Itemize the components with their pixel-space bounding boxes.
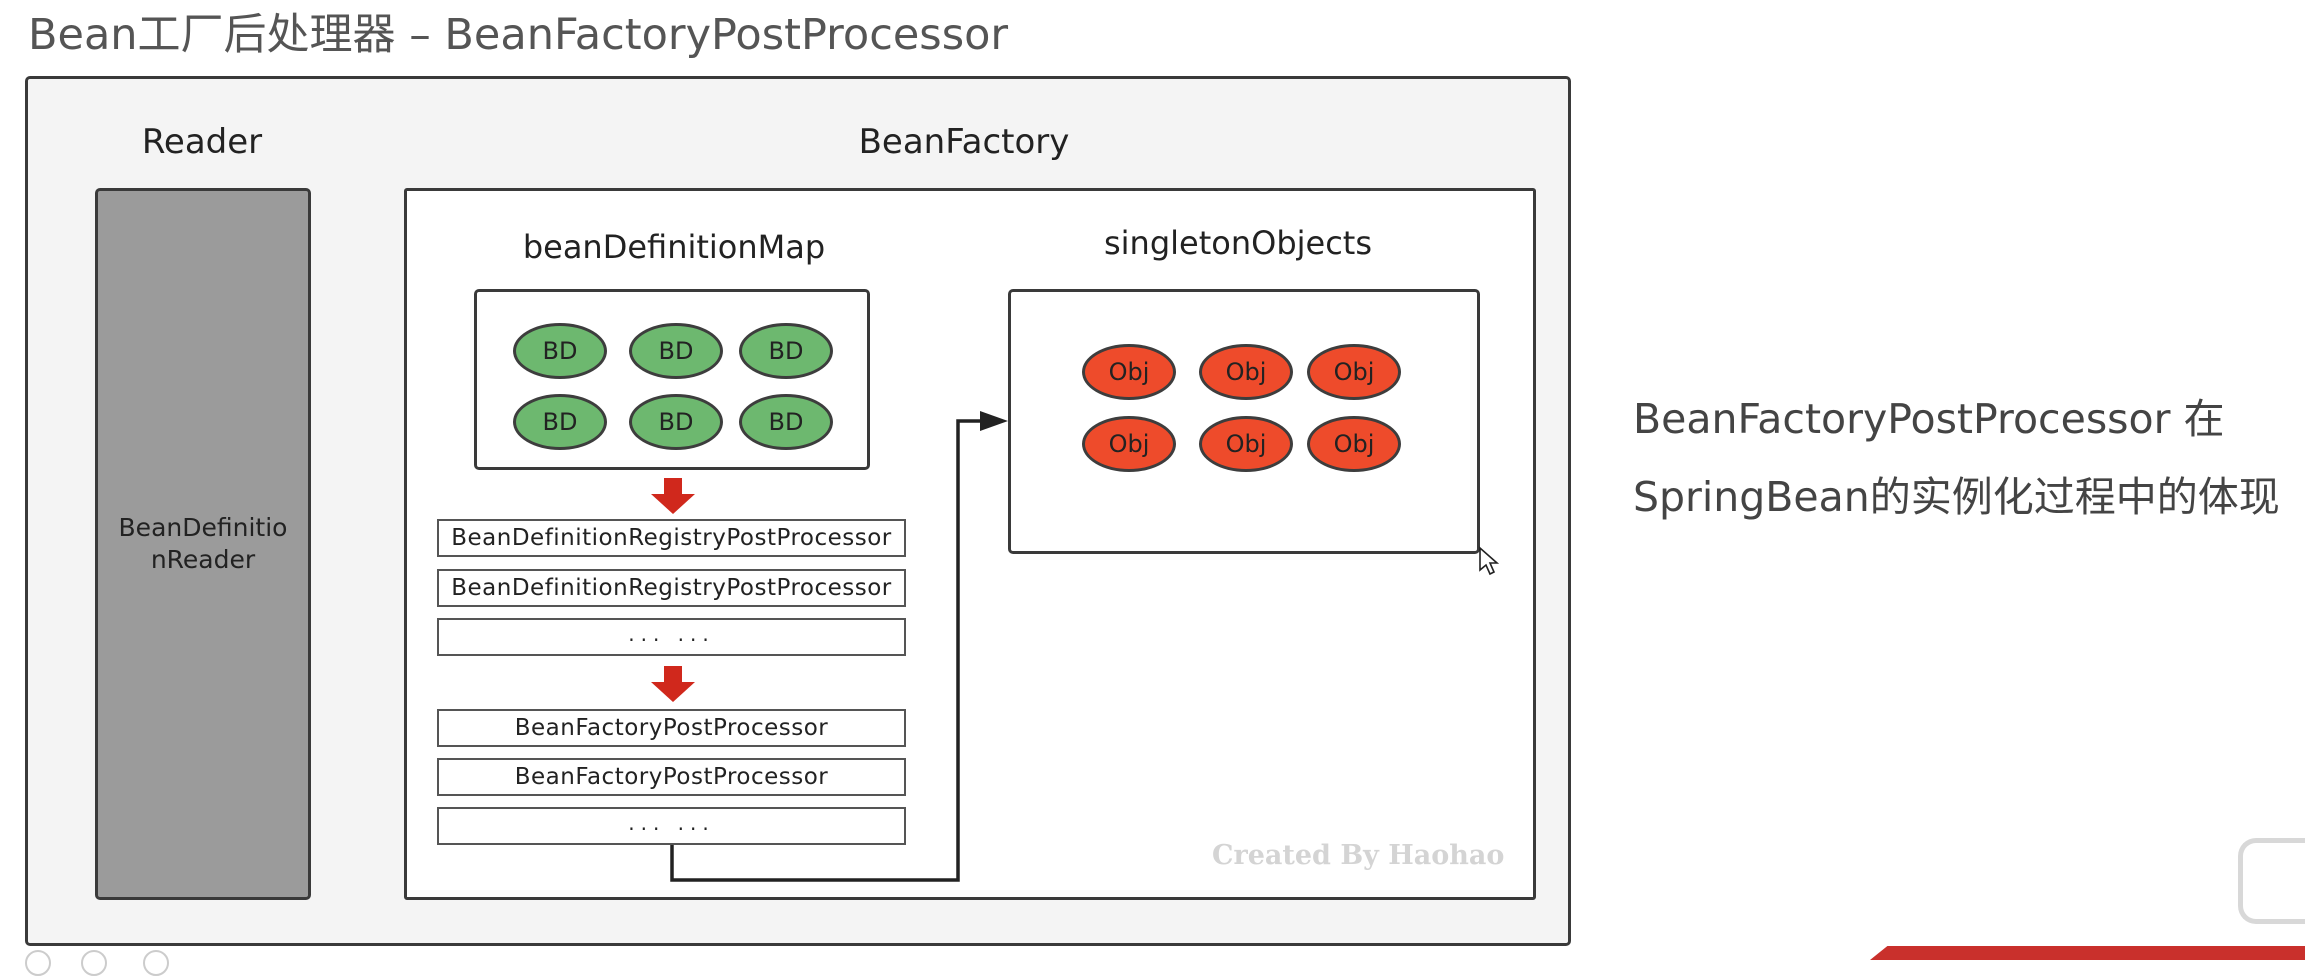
video-player-icon (2238, 838, 2305, 924)
bean-factory-heading: BeanFactory (858, 122, 1070, 162)
side-note: BeanFactoryPostProcessor 在 SpringBean的实例… (1633, 380, 2280, 536)
factory-post-processor-box: BeanFactoryPostProcessor (437, 709, 906, 747)
singleton-object-node: Obj (1082, 344, 1176, 400)
bean-definition-node: BD (739, 323, 833, 379)
bean-definition-node: BD (629, 323, 723, 379)
singleton-objects-box: Obj Obj Obj Obj Obj Obj (1008, 289, 1480, 554)
bottom-controls (25, 948, 195, 976)
bean-definition-map-box: BD BD BD BD BD BD (474, 289, 870, 470)
reader-label: BeanDefinitio nReader (110, 512, 296, 576)
singleton-objects-heading: singletonObjects (1103, 224, 1373, 262)
down-arrow-icon (651, 478, 695, 514)
reader-label-line1: BeanDefinitio (118, 513, 288, 542)
bean-definition-node: BD (513, 394, 607, 450)
down-arrow-icon (651, 666, 695, 702)
mouse-pointer-icon (1479, 546, 1500, 576)
control-dot-icon[interactable] (81, 950, 107, 976)
singleton-object-node: Obj (1307, 416, 1401, 472)
overlay-banner (1870, 946, 2305, 960)
side-note-line2: SpringBean的实例化过程中的体现 (1633, 473, 2280, 521)
factory-post-processor-more: ··· ··· (437, 807, 906, 845)
control-dot-icon[interactable] (25, 950, 51, 976)
reader-heading: Reader (141, 122, 263, 162)
registry-post-processor-more: ··· ··· (437, 618, 906, 656)
reader-label-line2: nReader (150, 545, 256, 574)
control-dot-icon[interactable] (143, 950, 169, 976)
bean-definition-node: BD (629, 394, 723, 450)
registry-post-processor-box: BeanDefinitionRegistryPostProcessor (437, 569, 906, 607)
factory-post-processor-box: BeanFactoryPostProcessor (437, 758, 906, 796)
bean-definition-node: BD (739, 394, 833, 450)
flow-connector-arrow (670, 411, 1008, 882)
bean-definition-node: BD (513, 323, 607, 379)
singleton-object-node: Obj (1199, 344, 1293, 400)
reader-block (95, 188, 311, 900)
side-note-line1: BeanFactoryPostProcessor 在 (1633, 395, 2225, 443)
page-title: Bean工厂后处理器 – BeanFactoryPostProcessor (28, 10, 1009, 60)
bean-definition-map-heading: beanDefinitionMap (522, 228, 826, 266)
singleton-object-node: Obj (1082, 416, 1176, 472)
singleton-object-node: Obj (1307, 344, 1401, 400)
watermark-text: Created By Haohao (1212, 840, 1505, 871)
singleton-object-node: Obj (1199, 416, 1293, 472)
registry-post-processor-box: BeanDefinitionRegistryPostProcessor (437, 519, 906, 557)
